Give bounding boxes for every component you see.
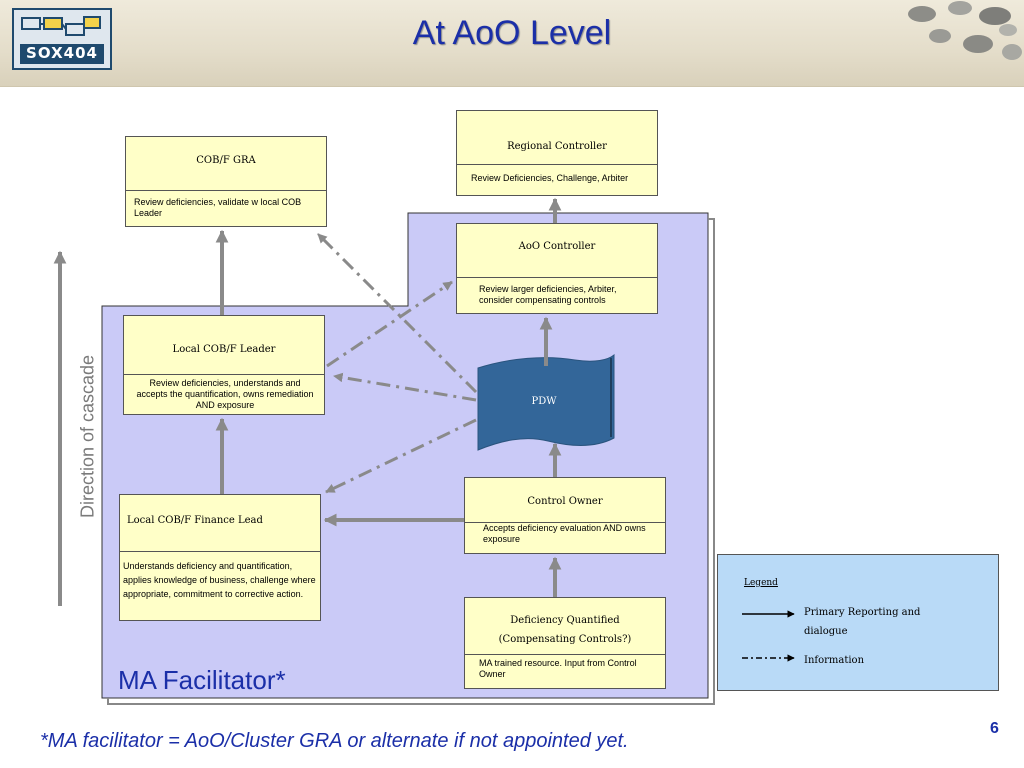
legend-solid-label: Primary Reporting and dialogue: [804, 607, 921, 637]
header-band: SOX404 At AoO Level: [0, 0, 1024, 87]
aoo-controller-box: AoO Controller Review larger deficiencie…: [456, 223, 658, 314]
legend-lines: [742, 610, 795, 662]
page-number: 6: [990, 720, 999, 737]
legend-panel: Legend Primary Reporting and dialogue In…: [717, 554, 999, 691]
local-cobf-leader-desc: Review deficiencies, understands and acc…: [136, 378, 314, 410]
regional-controller-box: Regional Controller Review Deficiencies,…: [456, 110, 658, 196]
local-cobf-finance-lead-desc: Understands deficiency and quantificatio…: [123, 561, 316, 599]
direction-of-cascade-label: Direction of cascade: [77, 354, 98, 519]
local-cobf-finance-lead-box: Local COB/F Finance Lead Understands def…: [119, 494, 321, 621]
deficiency-quantified-box: Deficiency Quantified (Compensating Cont…: [464, 597, 666, 689]
stones-decoration-icon: [908, 1, 1022, 60]
page-title: At AoO Level: [412, 14, 612, 52]
logo-text-background: [20, 44, 104, 64]
control-owner-box: Control Owner Accepts deficiency evaluat…: [464, 477, 666, 554]
local-cobf-finance-lead-title: Local COB/F Finance Lead: [127, 515, 263, 526]
cobf-gra-title: COB/F GRA: [196, 155, 256, 166]
info-arrow-pdw-to-leader: [333, 372, 477, 402]
logo-text: SOX404: [26, 44, 98, 62]
logo-grid-icon: [21, 16, 101, 36]
aoo-controller-desc: Review larger deficiencies, Arbiter, con…: [479, 284, 617, 305]
cobf-gra-desc: Review deficiencies, validate w local CO…: [134, 197, 302, 218]
aoo-controller-title: AoO Controller: [518, 241, 596, 252]
deficiency-quantified-title: Deficiency Quantified: [510, 615, 620, 626]
info-arrow-pdw-to-finance-lead: [325, 418, 477, 494]
control-owner-title: Control Owner: [527, 496, 603, 507]
cobf-gra-box: COB/F GRA Review deficiencies, validate …: [125, 136, 327, 227]
footnote: *MA facilitator = AoO/Cluster GRA or alt…: [40, 730, 629, 752]
info-arrow-pdw-to-gra: [316, 232, 478, 394]
regional-controller-desc: Review Deficiencies, Challenge, Arbiter: [471, 173, 629, 183]
local-cobf-leader-box: Local COB/F Leader Review deficiencies, …: [123, 315, 325, 415]
ma-facilitator-label: MA Facilitator*: [118, 665, 286, 695]
info-arrow-leader-to-aoo: [326, 280, 453, 368]
regional-controller-title: Regional Controller: [507, 141, 607, 152]
sox404-logo: SOX404: [12, 8, 112, 70]
pdw-document: [477, 353, 615, 451]
control-owner-desc: Accepts deficiency evaluation AND owns e…: [483, 523, 646, 544]
legend-dashed-label: Information: [804, 655, 865, 666]
deficiency-quantified-subtitle: (Compensating Controls?): [498, 634, 632, 645]
legend-title: Legend: [744, 578, 778, 588]
local-cobf-leader-title: Local COB/F Leader: [172, 344, 276, 355]
pdw-label: PDW: [531, 396, 557, 407]
deficiency-quantified-desc: MA trained resource. Input from Control …: [479, 658, 637, 679]
